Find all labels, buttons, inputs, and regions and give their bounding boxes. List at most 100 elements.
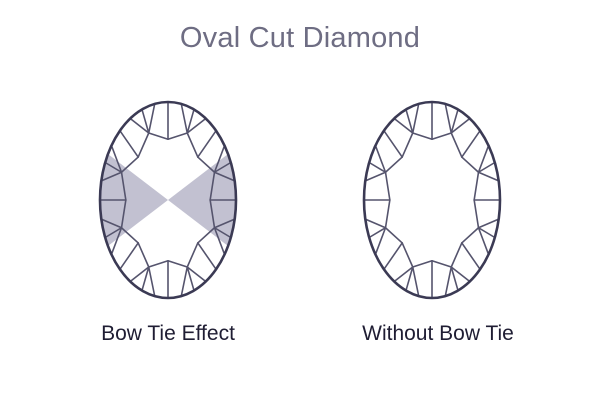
girdle-facet-line	[180, 103, 189, 134]
girdle-facet-line	[364, 171, 387, 182]
table-facet-line	[384, 199, 391, 229]
girdle-facet-line	[180, 266, 189, 297]
table-facet-line	[209, 171, 216, 201]
no-bow-tie-caption: Without Bow Tie	[362, 322, 514, 345]
bezel-facet-line	[104, 161, 123, 174]
girdle-facet-line	[100, 218, 123, 229]
girdle-facet-line	[110, 144, 123, 174]
figure-title: Oval Cut Diamond	[179, 22, 421, 54]
table-facet-line	[431, 259, 453, 268]
table-facet-line	[384, 226, 403, 244]
star-facet-line	[197, 242, 217, 271]
bezel-facet-line	[405, 266, 414, 292]
table-facet-line	[384, 171, 391, 201]
bezel-facet-line	[450, 108, 459, 134]
table-facet-line	[197, 156, 216, 174]
table-facet-line	[120, 199, 127, 229]
girdle-facet-line	[129, 266, 150, 283]
table-facet-line	[431, 132, 453, 141]
girdle-facet-line	[213, 144, 226, 174]
table-facet-line	[167, 259, 189, 268]
table-facet-line	[473, 171, 480, 201]
table-facet-line	[450, 242, 463, 268]
table-facet-line	[147, 132, 169, 141]
facet-lines	[99, 101, 237, 299]
girdle-facet-line	[450, 266, 471, 283]
star-facet-line	[119, 242, 139, 271]
girdle-facet-line	[186, 266, 207, 283]
table-facet-line	[186, 242, 199, 268]
bezel-facet-line	[186, 108, 195, 134]
girdle-facet-line	[477, 144, 490, 174]
table-facet-line	[411, 132, 433, 141]
girdle-facet-line	[110, 226, 123, 256]
table-facet-line	[167, 132, 189, 141]
bezel-facet-line	[104, 226, 123, 239]
table-facet-line	[137, 132, 150, 158]
bow-tie-right-wing	[168, 153, 236, 247]
star-facet-line	[197, 129, 217, 158]
table-facet-line	[120, 156, 139, 174]
table-facet-line	[473, 199, 480, 229]
bezel-facet-line	[368, 161, 387, 174]
bezel-facet-line	[477, 226, 496, 239]
table-facet-line	[401, 242, 414, 268]
bow-tie-diamond	[88, 90, 248, 310]
table-facet-line	[147, 259, 169, 268]
bezel-facet-line	[213, 161, 232, 174]
girdle-facet-line	[444, 103, 453, 134]
girdle-facet-line	[213, 218, 236, 229]
bezel-facet-line	[477, 161, 496, 174]
girdle-facet-line	[186, 117, 207, 134]
diamond-outline	[362, 100, 502, 300]
bezel-facet-line	[368, 226, 387, 239]
bezel-facet-line	[405, 108, 414, 134]
bow-tie-left-wing	[100, 153, 168, 247]
table-facet-line	[120, 171, 127, 201]
table-facet-line	[401, 132, 414, 158]
bezel-facet-line	[141, 266, 150, 292]
bow-tie-diamond-drawing	[98, 100, 238, 300]
table-facet-line	[384, 156, 403, 174]
table-facet-line	[197, 226, 216, 244]
girdle-facet-line	[477, 171, 500, 182]
girdle-facet-line	[100, 171, 123, 182]
table-facet-line	[137, 242, 150, 268]
table-facet-line	[209, 199, 216, 229]
diamond-outline	[98, 100, 238, 300]
girdle-facet-line	[364, 218, 387, 229]
table-facet-line	[461, 156, 480, 174]
bezel-facet-line	[213, 226, 232, 239]
no-bow-tie-diamond-drawing	[362, 100, 502, 300]
star-facet-line	[383, 129, 403, 158]
table-facet-line	[461, 226, 480, 244]
girdle-facet-line	[411, 266, 420, 297]
girdle-facet-line	[147, 266, 156, 297]
star-facet-line	[383, 242, 403, 271]
girdle-facet-line	[444, 266, 453, 297]
bow-tie-caption: Bow Tie Effect	[101, 322, 235, 345]
girdle-facet-line	[213, 226, 226, 256]
girdle-facet-line	[393, 266, 414, 283]
girdle-facet-line	[393, 117, 414, 134]
girdle-facet-line	[213, 171, 236, 182]
no-bow-tie-diamond	[352, 90, 512, 310]
star-facet-line	[461, 242, 481, 271]
girdle-facet-line	[147, 103, 156, 134]
table-facet-line	[120, 226, 139, 244]
table-facet-line	[411, 259, 433, 268]
girdle-facet-line	[374, 226, 387, 256]
girdle-facet-line	[477, 218, 500, 229]
table-facet-line	[186, 132, 199, 158]
bow-tie-shading	[100, 153, 236, 247]
girdle-facet-line	[374, 144, 387, 174]
girdle-facet-line	[411, 103, 420, 134]
girdle-facet-line	[129, 117, 150, 134]
bezel-facet-line	[450, 266, 459, 292]
star-facet-line	[461, 129, 481, 158]
star-facet-line	[119, 129, 139, 158]
girdle-facet-line	[477, 226, 490, 256]
girdle-facet-line	[450, 117, 471, 134]
bezel-facet-line	[186, 266, 195, 292]
